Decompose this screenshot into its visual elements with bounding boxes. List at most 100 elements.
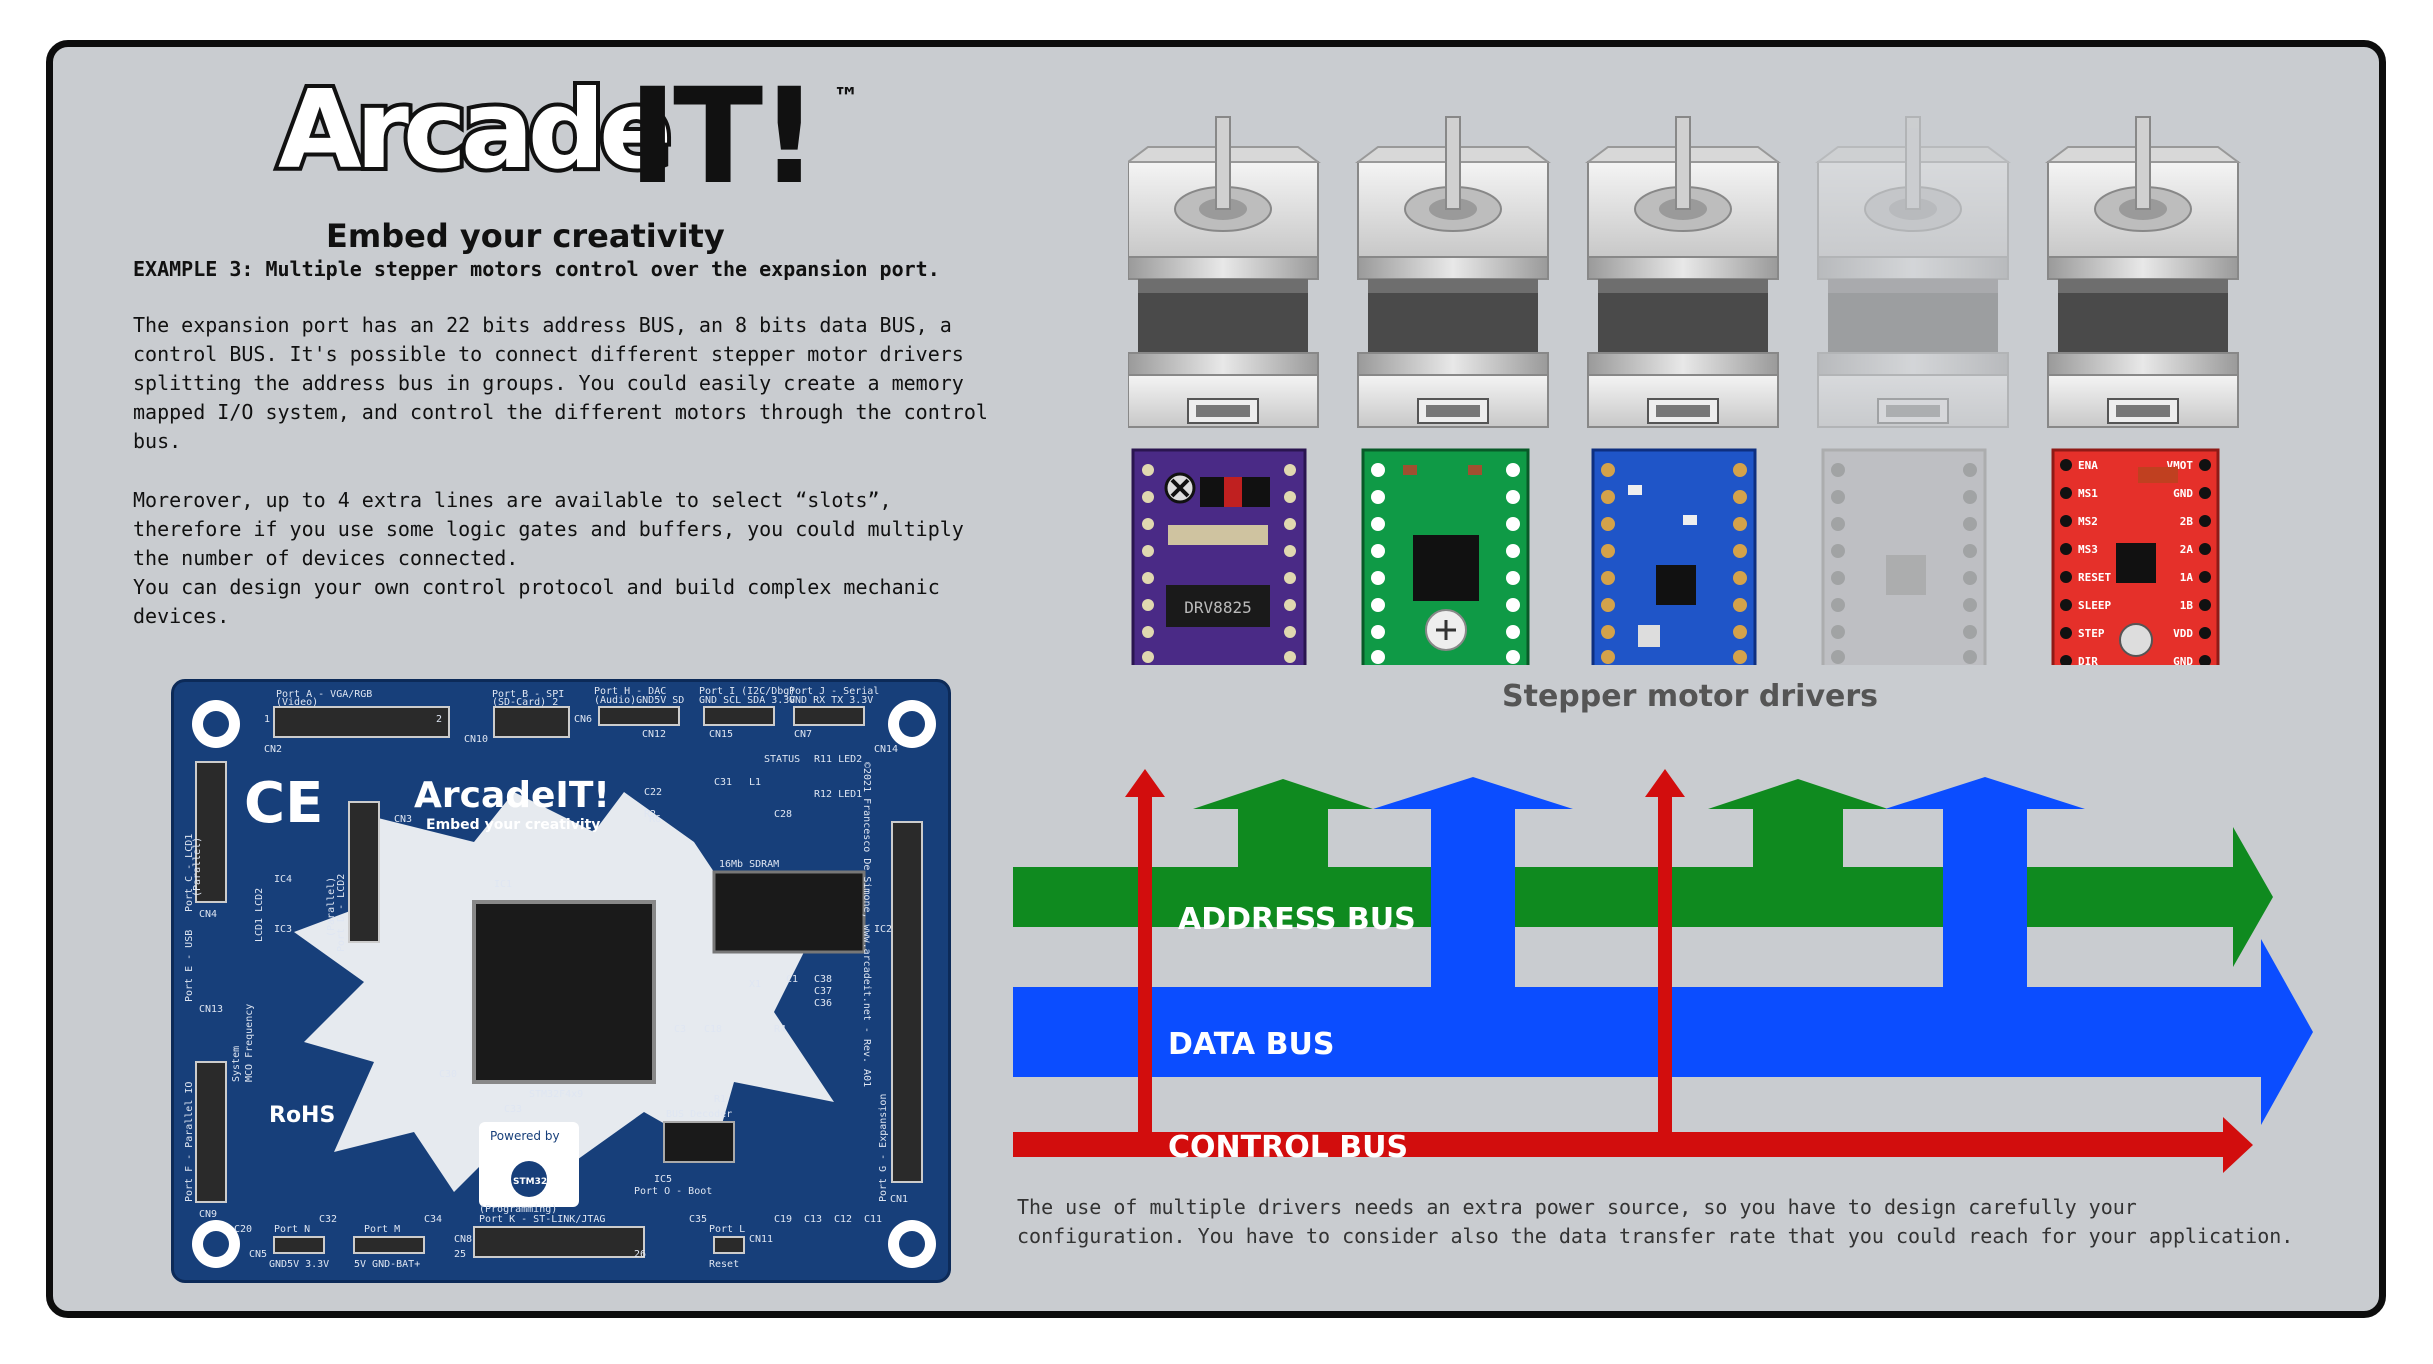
- driver-red: ENA MS1 MS2 MS3 RESET SLEEP STEP DIR VMO…: [2051, 448, 2220, 665]
- label-c19: C19: [774, 1214, 792, 1225]
- a4988-pin-dir: DIR: [2078, 655, 2098, 665]
- label-cn11: CN11: [749, 1234, 773, 1245]
- label-c22: C22: [644, 787, 662, 798]
- label-c18: C18: [704, 1024, 722, 1035]
- label-cn9: CN9: [199, 1209, 217, 1220]
- address-tap-1: [1193, 779, 1373, 867]
- label-led2: R11 LED2: [814, 754, 862, 765]
- a4988-pin-1a: 1A: [2180, 571, 2194, 584]
- label-c33: C33: [504, 1104, 522, 1115]
- data-bus-label: DATA BUS: [1168, 1027, 1335, 1062]
- label-port-m2: 5V GND-BAT+: [354, 1259, 420, 1270]
- label-port-o: Port O - Boot: [634, 1186, 712, 1197]
- label-c28: C28: [774, 809, 792, 820]
- logo-word: Arcade: [274, 68, 676, 193]
- label-c12: C12: [834, 1214, 852, 1225]
- logo-it: IT!: [628, 60, 819, 214]
- label-pin-25: 25: [454, 1249, 466, 1260]
- label-l1: L1: [749, 777, 761, 788]
- label-port-b2: (SD-Card) 2: [492, 697, 558, 708]
- label-cn2: CN2: [264, 744, 282, 755]
- label-port-b: Port B - SPI: [492, 689, 564, 700]
- label-cn14: CN14: [874, 744, 898, 755]
- label-c36: C36: [814, 998, 832, 1009]
- stepper-motors: [1128, 116, 2239, 428]
- label-cn10: CN10: [464, 734, 488, 745]
- label-c11: C11: [864, 1214, 882, 1225]
- ce-mark: CE: [244, 771, 323, 836]
- label-c31: C31: [714, 777, 732, 788]
- address-tap-2: [1708, 779, 1888, 867]
- label-cn8: CN8: [454, 1234, 472, 1245]
- a4988-pin-ms1: MS1: [2078, 487, 2098, 500]
- label-ic2: IC2: [874, 924, 892, 935]
- stepper-drivers: DRV8825: [1131, 448, 2220, 665]
- control-bus-label: CONTROL BUS: [1168, 1130, 1409, 1165]
- label-port-d: Port D - LCD2: [336, 874, 347, 952]
- label-pin-26: 26: [634, 1249, 646, 1260]
- label-port-n: Port N: [274, 1224, 310, 1235]
- stepper-motor-2: [1357, 116, 1549, 428]
- label-c1: C1: [786, 974, 798, 985]
- label-ic3: IC3: [274, 924, 292, 935]
- label-port-i2: GND SCL SDA 3.3V: [699, 695, 795, 706]
- label-cn6: CN6: [574, 714, 592, 725]
- driver-green: [1361, 448, 1530, 665]
- arcadeit-logo: Arcade IT! ™ Embed your creativity: [274, 68, 878, 277]
- label-x1: X1: [749, 979, 761, 990]
- label-mco: MCO Frequency: [244, 1004, 255, 1082]
- a4988-pin-ms3: MS3: [2078, 543, 2098, 556]
- control-tap-2: [1645, 769, 1685, 1145]
- label-cn3: CN3: [394, 814, 412, 825]
- logo-tagline: Embed your creativity: [326, 217, 725, 255]
- a4988-pin-ena: ENA: [2078, 459, 2098, 472]
- stepper-motor-1: [1128, 116, 1319, 428]
- a4988-pin-2b: 2B: [2180, 515, 2194, 528]
- example-title: EXAMPLE 3: Multiple stepper motors contr…: [133, 257, 940, 281]
- bus-diagram: ADDRESS BUS DATA BUS CONTROL BUS: [1013, 757, 2373, 1217]
- label-pin-2: 2: [436, 714, 442, 725]
- label-c38: C38: [814, 974, 832, 985]
- driver-faded: [1821, 448, 1987, 665]
- label-c32: C32: [319, 1214, 337, 1225]
- a4988-pin-ms2: MS2: [2078, 515, 2098, 528]
- label-sdram: 16Mb SDRAM: [719, 859, 779, 870]
- label-port-l2: Reset: [709, 1259, 739, 1270]
- label-port-a2: (Video): [276, 697, 318, 708]
- label-port-h: Port H - DAC: [594, 686, 666, 697]
- label-led1: R12 LED1: [814, 789, 862, 800]
- label-r4: R4: [774, 1024, 786, 1035]
- footer-note: The use of multiple drivers needs an ext…: [1017, 1195, 2294, 1248]
- label-port-k2: (Programming): [479, 1204, 557, 1215]
- label-c3: C3: [674, 1024, 686, 1035]
- a4988-pin-reset: RESET: [2078, 571, 2111, 584]
- label-copyright: ©2021 Francesco De Simone, www.arcadeit.…: [861, 762, 872, 1087]
- label-port-i: Port I (I2C/Dbg): [699, 686, 795, 697]
- a4988-pin-2a: 2A: [2180, 543, 2194, 556]
- logo-tm: ™: [833, 83, 859, 113]
- label-c34: C34: [424, 1214, 442, 1225]
- label-r6: R6: [649, 814, 661, 825]
- label-cn5: CN5: [249, 1249, 267, 1260]
- a4988-pin-1b: 1B: [2180, 599, 2194, 612]
- label-ic4: IC4: [274, 874, 292, 885]
- a4988-pin-gnd1: GND: [2173, 487, 2193, 500]
- address-bus-label: ADDRESS BUS: [1178, 902, 1416, 937]
- a4988-pin-gnd2: GND: [2173, 655, 2193, 665]
- pcb-tagline: Embed your creativity: [426, 817, 600, 833]
- label-port-j2: GND RX TX 3.3V: [789, 695, 873, 706]
- driver-drv8825: DRV8825: [1131, 448, 1307, 665]
- label-port-a: Port A - VGA/RGB: [276, 689, 372, 700]
- label-chip: STM32F4x9: [529, 1089, 583, 1100]
- label-cn13: CN13: [199, 1004, 223, 1015]
- label-cn12: CN12: [642, 729, 666, 740]
- label-port-l: Port L: [709, 1224, 745, 1235]
- label-ic1: IC1: [494, 879, 512, 890]
- label-cn15: CN15: [709, 729, 733, 740]
- example-paragraph-3: You can design your own control protocol…: [133, 575, 940, 628]
- a4988-pin-vdd: VDD: [2173, 627, 2193, 640]
- control-bus-arrow: [1013, 1117, 2253, 1173]
- label-c30: C30: [439, 1069, 457, 1080]
- label-cn7: CN7: [794, 729, 812, 740]
- driver-blue: [1591, 448, 1757, 665]
